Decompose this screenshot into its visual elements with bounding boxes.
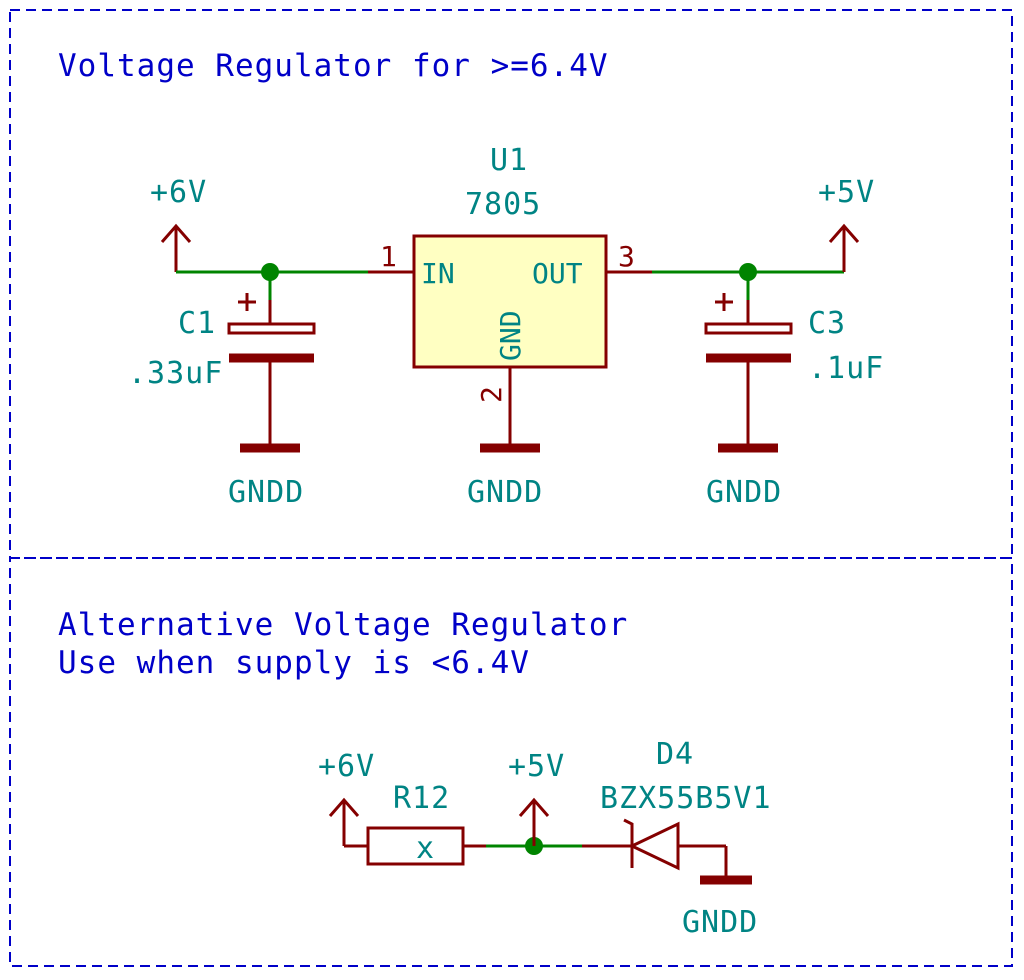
regulator-u1[interactable] [368, 234, 652, 446]
power-label-plus6v-bottom: +6V [318, 749, 375, 784]
c3-ref: C3 [808, 306, 846, 341]
power-label-plus5v-top: +5V [818, 175, 875, 210]
ground-label-d4: GNDD [682, 905, 758, 940]
ground-label-u1: GNDD [467, 475, 543, 510]
ground-label-c3: GNDD [706, 475, 782, 510]
r12-ref: R12 [393, 781, 450, 816]
power-symbol-plus5v-top[interactable] [828, 223, 860, 272]
note-bottom-line1: Alternative Voltage Regulator [58, 607, 628, 643]
power-symbol-plus6v-bottom[interactable] [328, 797, 368, 848]
c3-value: .1uF [808, 351, 884, 386]
power-label-plus6v-top: +6V [150, 175, 207, 210]
power-symbol-plus6v-top[interactable] [160, 223, 192, 272]
u1-pin-out-name: OUT [532, 257, 583, 290]
note-top: Voltage Regulator for >=6.4V [58, 48, 609, 84]
section-frame-bottom [9, 557, 1013, 967]
capacitor-c3[interactable] [704, 272, 793, 446]
power-symbol-plus5v-bottom[interactable] [518, 797, 550, 846]
u1-ref: U1 [490, 143, 528, 178]
note-bottom-line2: Use when supply is <6.4V [58, 645, 530, 681]
capacitor-c1[interactable] [227, 272, 316, 446]
c1-ref: C1 [178, 306, 216, 341]
u1-pin-gnd-name: GND [494, 310, 527, 361]
u1-pin1-number: 1 [380, 240, 397, 273]
u1-pin2-number: 2 [475, 386, 508, 403]
u1-pin3-number: 3 [618, 240, 635, 273]
power-label-plus5v-bottom: +5V [508, 749, 565, 784]
zener-diode-d4[interactable] [582, 818, 728, 880]
ground-label-c1: GNDD [228, 475, 304, 510]
d4-ref: D4 [656, 737, 694, 772]
u1-value: 7805 [465, 187, 541, 222]
resistor-r12[interactable] [366, 826, 486, 866]
c1-value: .33uF [128, 356, 223, 391]
r12-mark: x [416, 831, 435, 866]
d4-value: BZX55B5V1 [600, 781, 772, 816]
u1-pin-in-name: IN [421, 257, 455, 290]
